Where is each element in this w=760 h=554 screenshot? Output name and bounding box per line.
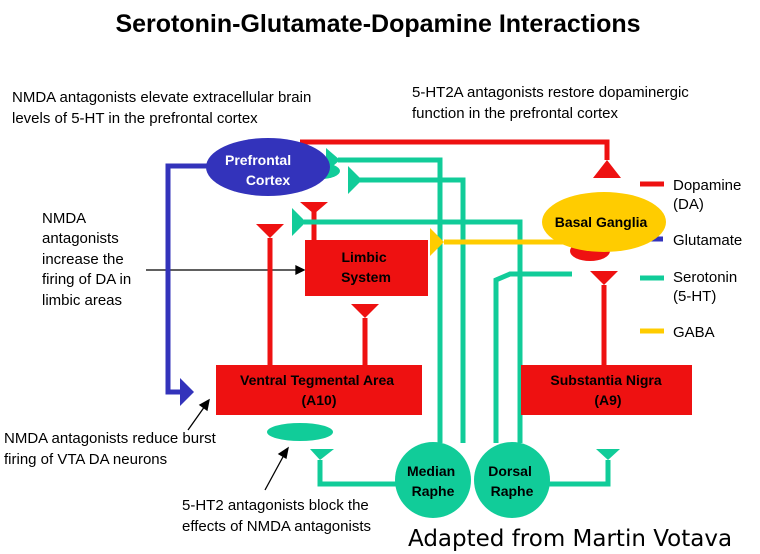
- terminal-5ht-limbic: [292, 208, 306, 236]
- legend-label-glutamate: Glutamate: [673, 232, 742, 249]
- annotation-line: levels of 5-HT in the prefrontal cortex: [12, 110, 258, 127]
- substantia-nigra-label: Substantia Nigra (A9): [550, 372, 665, 408]
- pathway-5ht-dorsal-limbic: [304, 219, 523, 443]
- pathway-5ht-median-pfc-2: [348, 177, 466, 443]
- terminal-glu-vta: [180, 378, 194, 406]
- arrow-head: [295, 264, 306, 276]
- terminal-5ht-vta: [310, 449, 334, 460]
- pathway-da-pfc-basal: [300, 139, 610, 160]
- pathways: [165, 139, 663, 487]
- vta-label: Ventral Tegmental Area (A10): [240, 372, 398, 408]
- legend-label-dopamine: Dopamine (DA): [673, 177, 746, 213]
- node-line: Raphe: [412, 483, 455, 499]
- legend-label-gaba: GABA: [673, 324, 715, 341]
- annotation-line: increase the: [42, 251, 124, 268]
- terminal-gaba-limbic: [430, 228, 444, 256]
- annotation-line: limbic areas: [42, 292, 122, 309]
- annotation-nmda-5ht: NMDA antagonists elevate extracellular b…: [12, 89, 316, 127]
- page-title: Serotonin-Glutamate-Dopamine Interaction…: [115, 10, 640, 38]
- basal-ganglia-node: [542, 192, 666, 252]
- annotation-line: function in the prefrontal cortex: [412, 105, 618, 122]
- node-line: Limbic: [341, 249, 386, 265]
- terminal-da-basal: [593, 160, 621, 178]
- node-line: Ventral Tegmental Area: [240, 372, 394, 388]
- pathway-5ht-median-pfc: [338, 157, 443, 443]
- node-line: Cortex: [246, 172, 291, 188]
- annotation-line: 5-HT2A antagonists restore dopaminergic: [412, 84, 689, 101]
- terminal-da-sn: [590, 271, 618, 285]
- node-line: (A9): [594, 392, 621, 408]
- dorsal-raphe-label: Dorsal Raphe: [488, 463, 535, 499]
- node-line: Prefrontal: [225, 152, 291, 168]
- terminal-da-pfc: [300, 202, 328, 214]
- receptor-5ht2-vta: [267, 423, 333, 441]
- limbic-system-node: [305, 240, 428, 296]
- pathway-5ht-median-vta: [317, 460, 398, 487]
- arrow-to-vta: [187, 405, 206, 431]
- node-line: Dorsal: [488, 463, 532, 479]
- node-line: System: [341, 269, 391, 285]
- terminal-5ht-pfc-2: [348, 166, 362, 194]
- annotation-line: NMDA antagonists reduce burst: [4, 430, 217, 447]
- legend: Dopamine (DA) Glutamate Serotonin (5-HT)…: [640, 177, 746, 341]
- node-line: (A10): [301, 392, 336, 408]
- pathway-5ht-dorsal-sn: [535, 460, 611, 487]
- terminal-da-limbic: [351, 304, 379, 318]
- annotation-line: NMDA: [42, 210, 86, 227]
- annotation-arrows: [146, 264, 306, 491]
- pathway-5ht-dorsal-basal: [493, 271, 572, 443]
- annotation-5ht2-block: 5-HT2 antagonists block the effects of N…: [182, 497, 373, 535]
- pathway-glu-pfc-vta: [165, 163, 210, 395]
- annotation-line: effects of NMDA antagonists: [182, 518, 371, 535]
- vta-node: [216, 365, 422, 415]
- legend-line: (DA): [673, 196, 704, 213]
- node-line: Substantia Nigra: [550, 372, 661, 388]
- dorsal-raphe-node: [474, 442, 550, 518]
- terminal-5ht-sn: [596, 449, 620, 460]
- terminal-da-vta-up: [256, 224, 284, 238]
- arrow-head: [277, 446, 289, 460]
- annotation-line: firing of VTA DA neurons: [4, 451, 167, 468]
- annotation-line: 5-HT2 antagonists block the: [182, 497, 369, 514]
- annotation-nmda-limbic: NMDA antagonists increase the firing of …: [42, 210, 135, 309]
- median-raphe-label: Median Raphe: [407, 463, 459, 499]
- median-raphe-node: [395, 442, 471, 518]
- node-line: Raphe: [491, 483, 534, 499]
- legend-line: Serotonin: [673, 269, 737, 286]
- prefrontal-cortex-node: [206, 138, 330, 196]
- credit-text: Adapted from Martin Votava: [408, 526, 732, 552]
- substantia-nigra-node: [521, 365, 692, 415]
- node-line: Median: [407, 463, 455, 479]
- prefrontal-cortex-label: Prefrontal Cortex: [225, 152, 295, 188]
- basal-ganglia-label: Basal Ganglia: [555, 214, 648, 230]
- legend-line: Dopamine: [673, 177, 741, 194]
- annotation-line: antagonists: [42, 230, 119, 247]
- arrow-head: [198, 398, 210, 412]
- legend-label-serotonin: Serotonin (5-HT): [673, 269, 741, 305]
- annotation-5ht2a-restore: 5-HT2A antagonists restore dopaminergic …: [412, 84, 693, 122]
- limbic-system-label: Limbic System: [341, 249, 391, 285]
- arrow-to-receptor: [264, 454, 285, 491]
- legend-line: (5-HT): [673, 288, 716, 305]
- annotation-line: firing of DA in: [42, 271, 131, 288]
- terminals: [180, 148, 621, 460]
- annotation-nmda-vta: NMDA antagonists reduce burst firing of …: [4, 430, 220, 468]
- annotation-line: NMDA antagonists elevate extracellular b…: [12, 89, 311, 106]
